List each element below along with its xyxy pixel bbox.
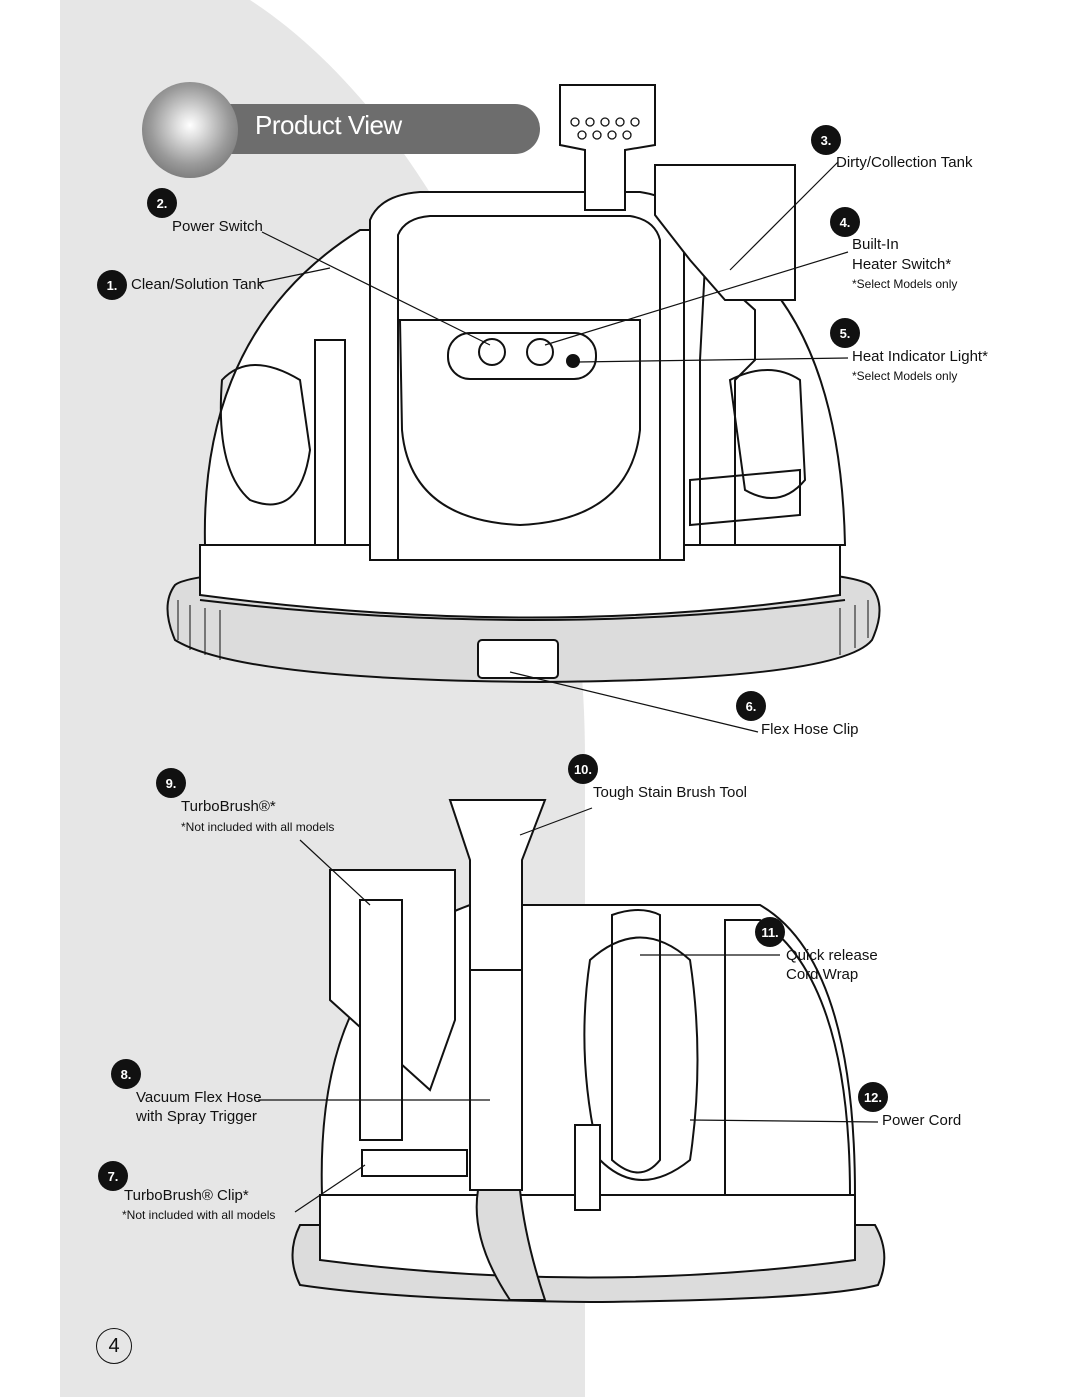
label-power-cord: Power Cord bbox=[882, 1112, 962, 1129]
label-heater-switch: Heater Switch* bbox=[852, 256, 952, 273]
label-tough-stain-brush-tool: Tough Stain Brush Tool bbox=[593, 784, 747, 801]
label-turbobrush: TurboBrush®* bbox=[181, 798, 276, 815]
callout-badge-4: 4. bbox=[830, 207, 860, 237]
callout-badge-12: 12. bbox=[858, 1082, 888, 1112]
note-select-models-4: *Select Models only bbox=[852, 277, 958, 291]
label-quick-release: Quick release bbox=[786, 947, 878, 964]
label-dirty-collection-tank: Dirty/Collection Tank bbox=[836, 154, 973, 171]
label-power-switch: Power Switch bbox=[172, 218, 263, 235]
callout-badge-11: 11. bbox=[755, 917, 785, 947]
callout-badge-5: 5. bbox=[830, 318, 860, 348]
label-cord-wrap: Cord Wrap bbox=[786, 966, 859, 983]
callout-badge-1: 1. bbox=[97, 270, 127, 300]
header-bar bbox=[180, 104, 540, 154]
callout-badge-7: 7. bbox=[98, 1161, 128, 1191]
note-select-models-5: *Select Models only bbox=[852, 369, 958, 383]
callout-badge-6: 6. bbox=[736, 691, 766, 721]
page-title: Product View bbox=[255, 110, 402, 140]
callout-badge-9: 9. bbox=[156, 768, 186, 798]
callout-badge-3: 3. bbox=[811, 125, 841, 155]
page-number: 4 bbox=[96, 1328, 132, 1364]
callout-badge-10: 10. bbox=[568, 754, 598, 784]
label-heat-indicator-light: Heat Indicator Light* bbox=[852, 348, 988, 365]
header-sphere-icon bbox=[142, 82, 238, 178]
label-clean-solution-tank: Clean/Solution Tank bbox=[131, 276, 265, 293]
note-not-included-7: *Not included with all models bbox=[122, 1208, 276, 1222]
callout-badge-8: 8. bbox=[111, 1059, 141, 1089]
label-vacuum-flex-hose: Vacuum Flex Hose bbox=[136, 1089, 262, 1106]
note-not-included-9: *Not included with all models bbox=[181, 820, 335, 834]
callout-badge-2: 2. bbox=[147, 188, 177, 218]
label-built-in: Built-In bbox=[852, 236, 899, 253]
label-with-spray-trigger: with Spray Trigger bbox=[136, 1108, 257, 1125]
label-flex-hose-clip: Flex Hose Clip bbox=[761, 721, 859, 738]
label-turbobrush-clip: TurboBrush® Clip* bbox=[124, 1187, 249, 1204]
